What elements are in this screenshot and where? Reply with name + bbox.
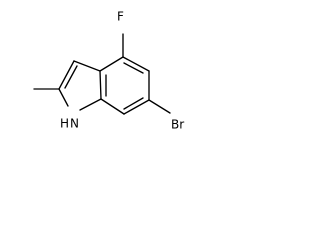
ring-bond-c3a-c4 [99, 56, 124, 72]
ring-bond-c3a-c7a [99, 70, 102, 100]
double-bond-c2-c3-inner [64, 65, 78, 89]
double-bond-c6-c7-inner [123, 97, 144, 110]
ring-bond-c3-c3a [73, 60, 101, 72]
nitrogen-h-label: H [60, 117, 69, 131]
indole-skeleton [33, 33, 171, 115]
ring-bond-n1-c2 [58, 88, 69, 107]
ring-bond-c2-c3 [58, 60, 75, 90]
chemical-structure-diagram: F Br H N [33, 10, 184, 132]
bromine-label: Br [171, 118, 184, 132]
ring-bond-c7-c7a [100, 98, 125, 115]
double-bond-c4-c5-inner [123, 62, 144, 74]
bromine-bond [148, 99, 171, 114]
fluorine-label: F [117, 10, 124, 24]
nitrogen-label: N [70, 117, 79, 131]
ring-bond-c6-c7 [123, 99, 150, 115]
ring-bond-c7a-n1 [79, 98, 102, 111]
ring-bond-c4-c5 [122, 56, 150, 72]
